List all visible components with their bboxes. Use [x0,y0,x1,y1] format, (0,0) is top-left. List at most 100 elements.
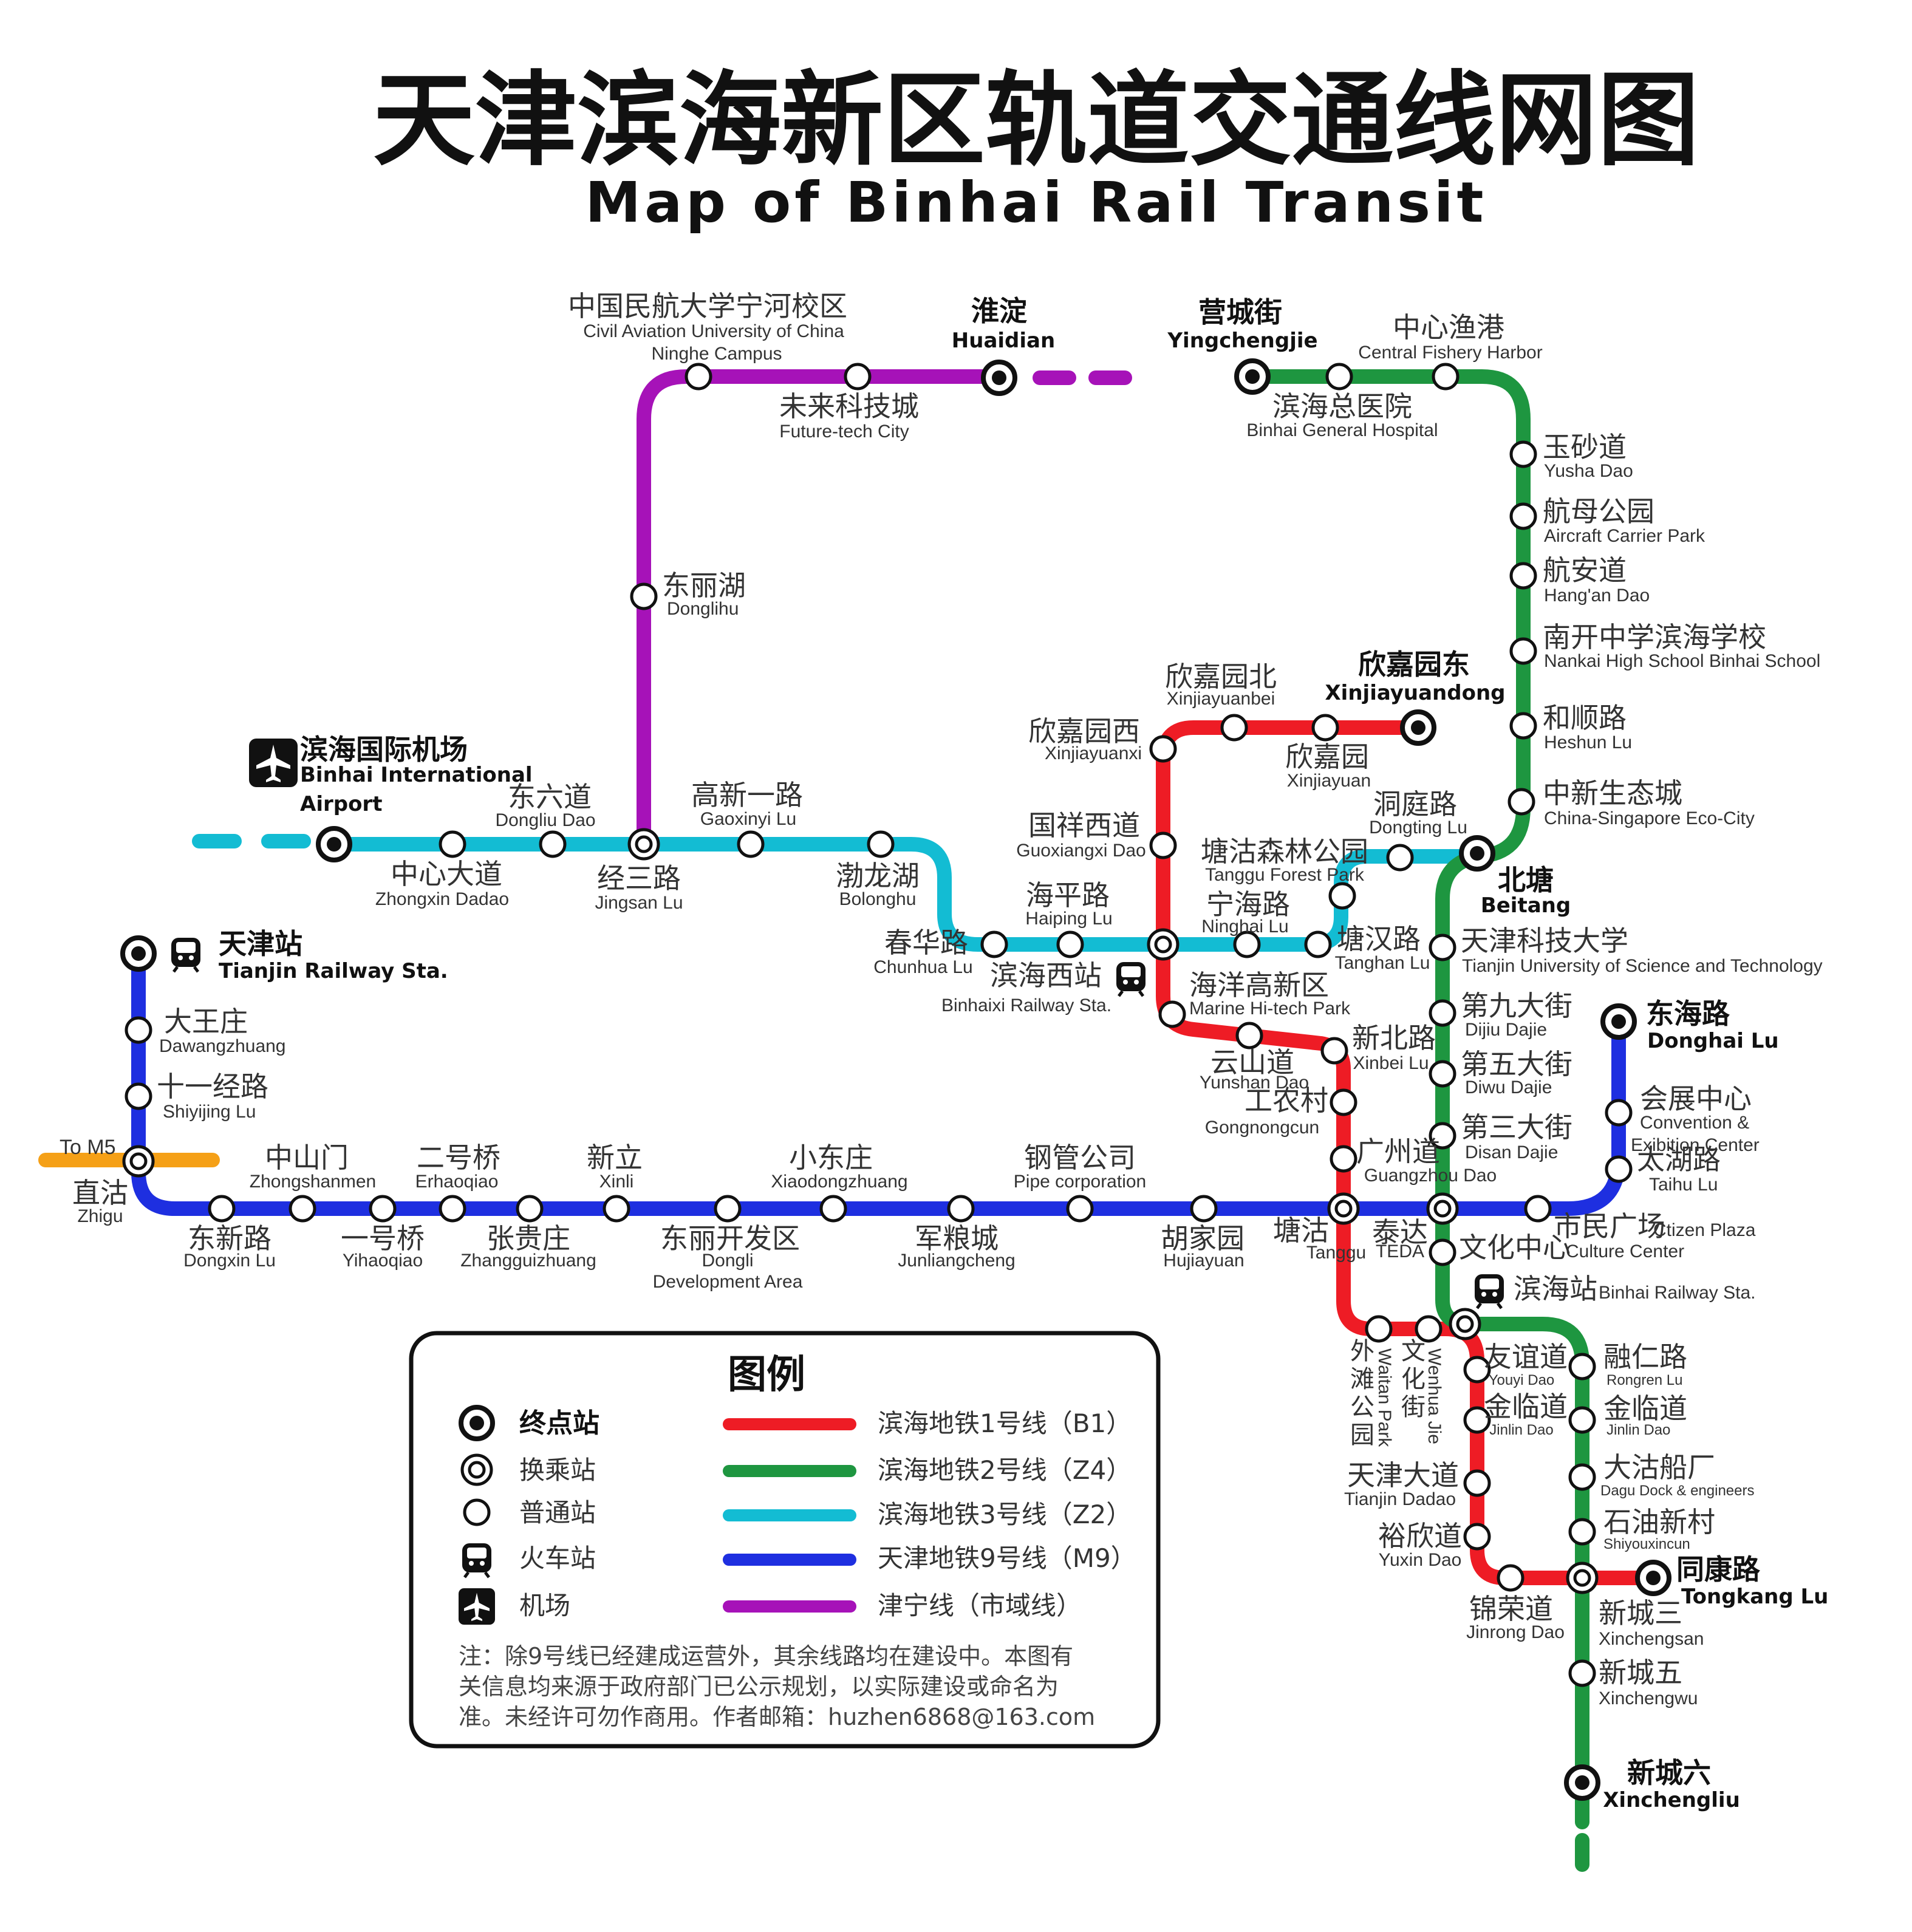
svg-text:普通站: 普通站 [519,1498,596,1528]
svg-text:Erhaoqiao: Erhaoqiao [415,1172,499,1192]
svg-text:Airport: Airport [300,792,382,816]
station-xinjiayuanbei[interactable]: 欣嘉园北 Xinjiayuanbei [1165,660,1277,742]
station-taihu[interactable]: 太湖路 Taihu Lu [1605,1143,1721,1195]
legend-transfer: 换乘站 [460,1453,596,1486]
station-zhongxindadao[interactable]: 中心大道 Zhongxin Dadao [375,830,509,909]
station-hangandao[interactable]: 航安道 Hang'an Dao [1509,554,1650,606]
station-forestpark[interactable]: 塘沽森林公园 Tanggu Forest Park [1201,835,1368,910]
station-yuxin[interactable]: 裕欣道 Yuxin Dao [1378,1520,1491,1570]
station-dawang[interactable]: 大王庄 Dawangzhuang [125,1005,286,1056]
station-binhaixi[interactable]: 滨海西站 Binhaixi Railway Sta. [941,928,1180,1015]
station-xinjiayuandong[interactable]: 欣嘉园东 Xinjiayuandong [1325,648,1506,746]
svg-text:Jinrong Dao: Jinrong Dao [1466,1622,1565,1642]
station-futuretech[interactable]: 未来科技城 Future-tech City [779,363,919,442]
station-tongkang-transfer[interactable] [1566,1562,1599,1594]
station-dagu[interactable]: 大沽船厂 Dagu Dock & engineers [1568,1451,1754,1499]
station-tjdadao[interactable]: 天津大道 Tianjin Dadao [1344,1459,1491,1509]
station-erhaoqiao[interactable]: 二号桥 Erhaoqiao [415,1141,500,1223]
station-gangguan[interactable]: 钢管公司 Pipe corporation [1014,1141,1146,1223]
svg-text:Yihaoqiao: Yihaoqiao [343,1251,423,1271]
station-xinli[interactable]: 新立 Xinli [587,1141,643,1223]
station-culture[interactable]: 文化中心 Culture Center [1429,1231,1684,1266]
station-jinrong[interactable]: 锦荣道 Jinrong Dao [1466,1564,1565,1642]
station-dijiu[interactable]: 第九大街 Dijiu Dajie [1429,989,1572,1040]
station-jinlindao2[interactable]: 金临道 Jinlin Dao [1568,1392,1687,1438]
station-zhanggui[interactable]: 张贵庄 Zhangguizhuang [460,1195,596,1271]
station-fishery[interactable]: 中心渔港 Central Fishery Harbor [1358,311,1543,391]
station-yushadao[interactable]: 玉砂道 Yusha Dao [1509,431,1633,481]
station-dongtinglu[interactable]: 洞庭路 Dongting Lu [1369,788,1467,872]
station-shiyijing[interactable]: 十一经路 Shiyijing Lu [125,1070,268,1122]
station-yingchengjie[interactable]: 营城街 Yingchengjie [1167,296,1318,395]
station-tust[interactable]: 天津科技大学 Tianjin University of Science and… [1429,924,1823,976]
station-jingsanlu[interactable]: 经三路 Jingsan Lu [595,828,683,913]
station-xinjiayuan[interactable]: 欣嘉园 Xinjiayuan [1285,714,1371,791]
station-airport[interactable]: 滨海国际机场 Binhai International Airport [249,733,533,862]
station-ecocity[interactable]: 中新生态城 China-Singapore Eco-City [1507,777,1755,828]
station-guangzhou[interactable]: 广州道 Guangzhou Dao [1330,1135,1497,1186]
station-xc5[interactable]: 新城五 Xinchengwu [1568,1656,1698,1708]
station-citizen[interactable]: 市民广场 Ctizen Plaza [1524,1195,1756,1243]
station-dongliudao[interactable]: 东六道 Dongliu Dao [495,780,596,858]
station-tanggu[interactable]: 塘沽 Tanggu [1273,1192,1366,1263]
station-shiyou[interactable]: 石油新村 Shiyouxincun [1568,1506,1715,1552]
station-disan[interactable]: 第三大街 Disan Dajie [1429,1111,1572,1162]
station-dongli[interactable]: 东丽开发区 Dongli Development Area [653,1195,803,1292]
station-guoxiangxi[interactable]: 国祥西道 Guoxiangxi Dao [1016,809,1177,861]
station-xiaodong[interactable]: 小东庄 Xiaodongzhuang [771,1141,908,1223]
svg-text:TEDA: TEDA [1376,1241,1424,1261]
svg-text:China-Singapore Eco-City: China-Singapore Eco-City [1544,808,1755,828]
station-zhigu[interactable]: 直沽 Zhigu To M5 [60,1136,155,1226]
svg-text:欣嘉园: 欣嘉园 [1285,740,1369,773]
station-junliang[interactable]: 军粮城 Junliangcheng [898,1195,1016,1271]
station-rongren[interactable]: 融仁路 Rongren Lu [1568,1340,1687,1388]
map-title: 天津滨海新区轨道交通线网图 [373,61,1699,180]
station-bolonghu[interactable]: 渤龙湖 Bolonghu [836,830,920,909]
station-tianjin[interactable]: 天津站 Tianjin Railway Sta. [120,927,448,983]
svg-text:Yunshan Dao: Yunshan Dao [1200,1073,1309,1093]
station-donglihu[interactable]: 东丽湖 Donglihu [630,569,746,619]
station-gongnong[interactable]: 工农村 Gongnongcun [1205,1084,1357,1138]
station-teda[interactable]: 泰达 TEDA [1372,1192,1459,1261]
station-xinbei[interactable]: 新北路 Xinbei Lu [1320,1022,1436,1073]
svg-text:和顺路: 和顺路 [1543,701,1627,734]
svg-text:滨海地铁1号线（B1）: 滨海地铁1号线（B1） [878,1408,1132,1438]
station-zhongshan[interactable]: 中山门 Zhongshanmen [250,1141,376,1223]
station-ninghailu[interactable]: 宁海路 Ninghai Lu [1201,888,1290,958]
station-beitang[interactable]: 北塘 Beitang [1459,835,1571,918]
station-cauc[interactable]: 中国民航大学宁河校区 Civil Aviation University of … [568,290,847,391]
station-hujia[interactable]: 胡家园 Hujiayuan [1161,1195,1245,1271]
station-marine[interactable]: 海洋高新区 Marine Hi-tech Park [1158,969,1351,1028]
svg-text:Aircraft Carrier Park: Aircraft Carrier Park [1544,526,1705,546]
station-yunshan[interactable]: 云山道 Yunshan Dao [1200,1022,1309,1093]
station-dongxin[interactable]: 东新路 Dongxin Lu [183,1195,276,1271]
station-gaoxinyilu[interactable]: 高新一路 Gaoxinyi Lu [691,779,803,858]
station-jinlin[interactable]: 金临道 Jinlin Dao [1463,1390,1568,1438]
svg-text:东丽开发区: 东丽开发区 [660,1222,800,1255]
station-wenhua[interactable]: 文化街 Wenhua Jie [1401,1315,1444,1444]
station-carrier[interactable]: 航母公园 Aircraft Carrier Park [1509,495,1705,546]
station-huaidian[interactable]: 淮淀 Huaidian [952,295,1055,396]
svg-text:机场: 机场 [519,1591,570,1620]
station-xc3[interactable]: 新城三 Xinchengsan [1599,1597,1704,1649]
station-binhai[interactable]: 滨海站 Binhai Railway Sta. [1449,1272,1755,1340]
station-donghai[interactable]: 东海路 Donghai Lu [1600,997,1779,1053]
svg-text:中新生态城: 中新生态城 [1543,777,1682,810]
station-xinjiayuanxi[interactable]: 欣嘉园西 Xinjiayuanxi [1028,715,1177,763]
station-nankai[interactable]: 南开中学滨海学校 Nankai High School Binhai Schoo… [1509,621,1820,671]
legend-note-3: 准。未经许可勿作商用。作者邮箱：huzhen6868@163.com [459,1704,1095,1730]
svg-text:Binhai Railway Sta.: Binhai Railway Sta. [1599,1283,1755,1303]
station-tanghanlu[interactable]: 塘汉路 Tanghan Lu [1304,923,1430,973]
station-xc6[interactable]: 新城六 Xinchengliu [1564,1756,1740,1812]
svg-text:Haiping Lu: Haiping Lu [1025,909,1112,929]
station-waitan[interactable]: 外滩公园 Waitan Park [1350,1315,1395,1449]
station-chunhualu[interactable]: 春华路 Chunhua Lu [873,926,1008,977]
station-yihaoqiao[interactable]: 一号桥 Yihaoqiao [341,1195,425,1271]
station-diwu[interactable]: 第五大街 Diwu Dajie [1429,1048,1572,1097]
station-haipinglu[interactable]: 海平路 Haiping Lu [1025,879,1113,958]
station-convention[interactable]: 会展中心 Convention & Exibition Center [1605,1082,1760,1155]
station-hospital[interactable]: 滨海总医院 Binhai General Hospital [1246,363,1438,440]
station-youyi[interactable]: 友谊道 Youyi Dao [1463,1340,1568,1388]
station-tongkang[interactable]: 同康路 Tongkang Lu [1635,1553,1828,1609]
station-heshunlu[interactable]: 和顺路 Heshun Lu [1509,701,1632,753]
